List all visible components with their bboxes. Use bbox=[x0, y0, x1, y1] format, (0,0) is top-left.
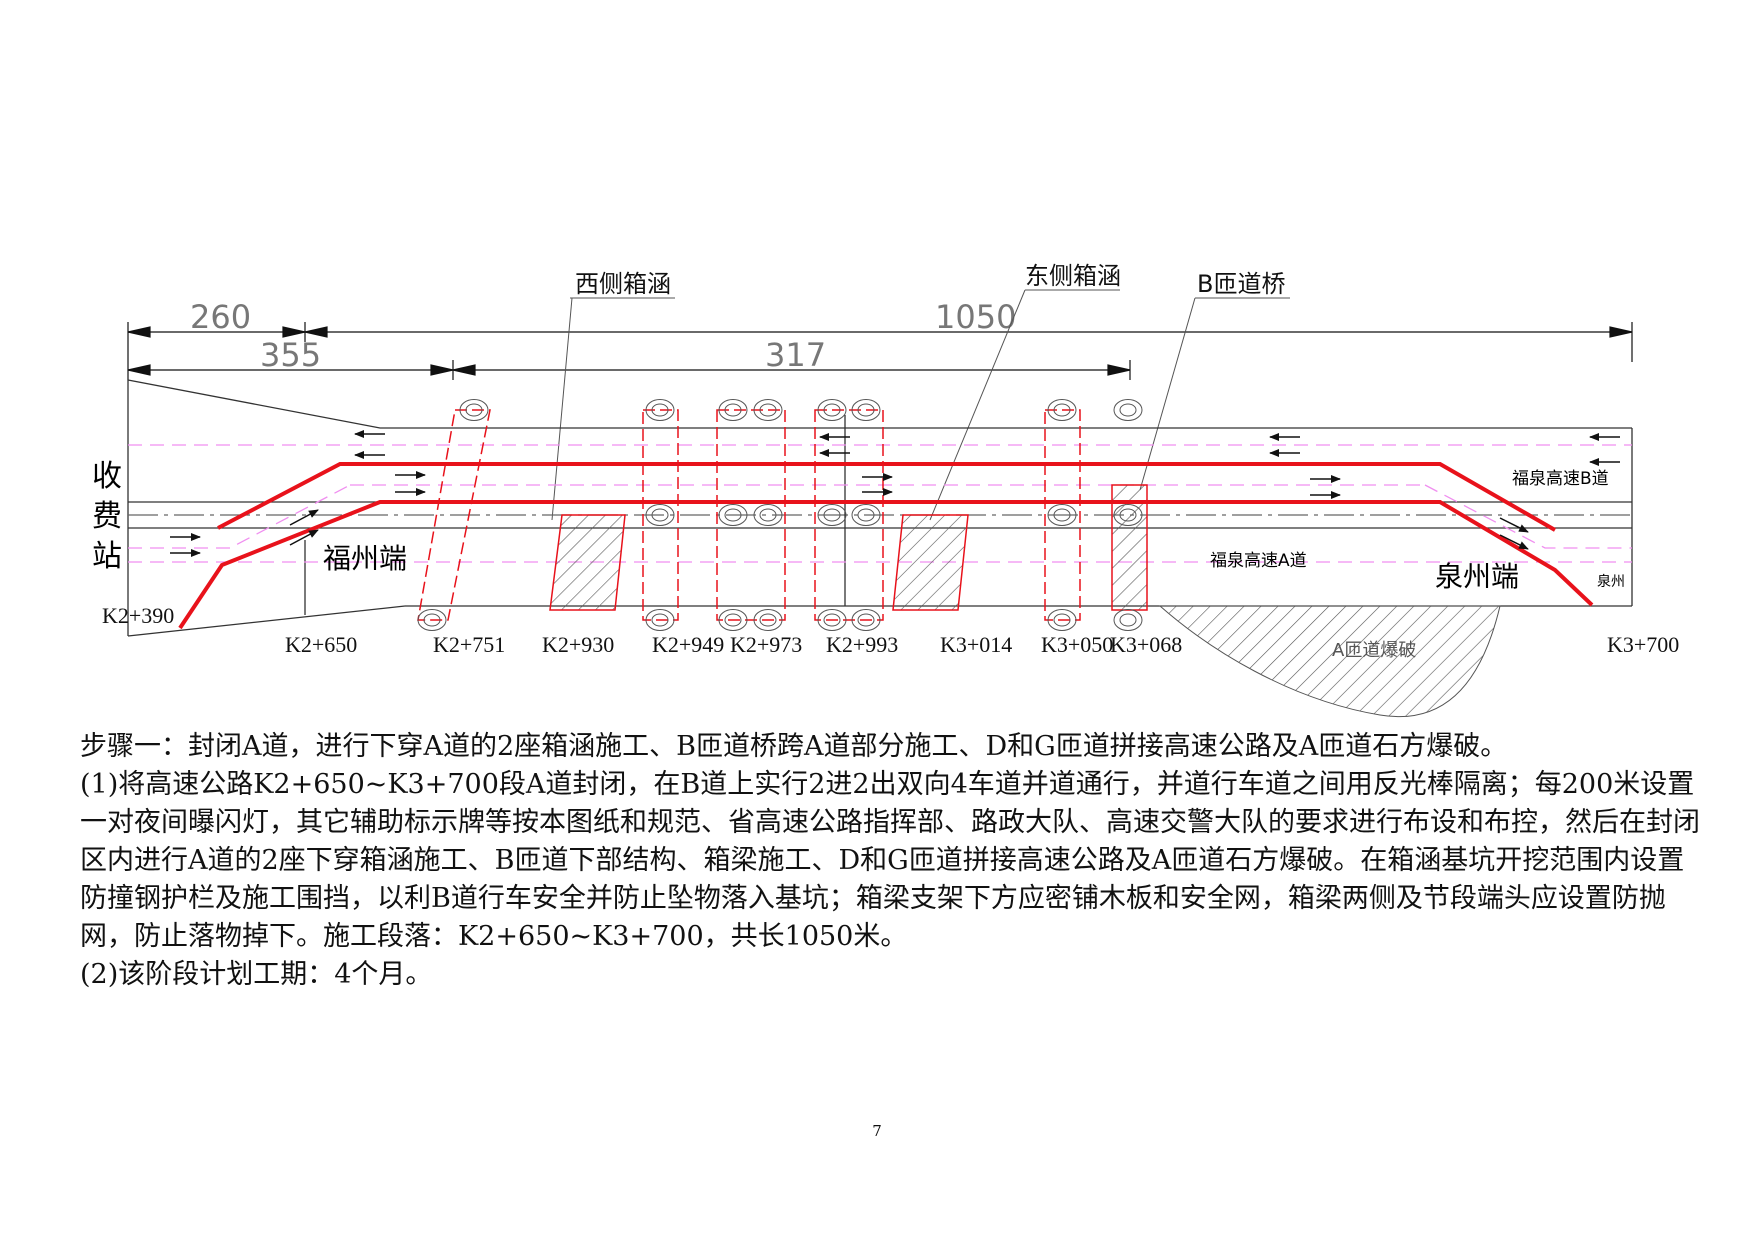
pile-circle bbox=[645, 504, 675, 526]
pile-circle bbox=[851, 399, 881, 421]
dim-355: 355 bbox=[260, 336, 321, 374]
pile-circle bbox=[1053, 403, 1071, 417]
chainage-k2-973: K2+973 bbox=[730, 632, 802, 657]
callout-leaders bbox=[551, 289, 1290, 521]
chainage-k3-700: K3+700 bbox=[1607, 632, 1679, 657]
callout-east-culvert: 东侧箱涵 bbox=[1025, 262, 1121, 290]
chainage-k2-949: K2+949 bbox=[652, 632, 724, 657]
pile-circle bbox=[1119, 403, 1137, 417]
quanzhou-small-label: 泉州 bbox=[1597, 573, 1625, 590]
pile-circles bbox=[417, 399, 1143, 631]
toll-station-label-1: 收 bbox=[92, 459, 122, 494]
pile-circle bbox=[651, 508, 669, 522]
pile-circle bbox=[823, 403, 841, 417]
dim-260: 260 bbox=[190, 298, 251, 336]
pile-circle bbox=[851, 504, 881, 526]
dim-1050: 1050 bbox=[935, 298, 1016, 336]
pile-circle bbox=[851, 609, 881, 631]
pile-circle bbox=[423, 613, 441, 627]
pile-circle bbox=[817, 399, 847, 421]
a-ramp-blast-zone bbox=[1158, 605, 1501, 718]
a-ramp-blast-label: A匝道爆破 bbox=[1332, 640, 1416, 661]
page-number: 7 bbox=[872, 1122, 882, 1140]
pile-circle bbox=[651, 613, 669, 627]
dimension-lines bbox=[127, 322, 1633, 380]
lane-markings bbox=[128, 444, 1632, 563]
chainage-k2-650: K2+650 bbox=[285, 632, 357, 657]
pile-circle bbox=[417, 609, 447, 631]
culvert-zones bbox=[549, 484, 1148, 611]
pile-circle bbox=[465, 403, 483, 417]
pile-circle bbox=[817, 609, 847, 631]
pile-circle bbox=[857, 508, 875, 522]
chainage-k3-014: K3+014 bbox=[940, 632, 1012, 657]
chainage-k3-050: K3+050 bbox=[1041, 632, 1113, 657]
pile-circle bbox=[857, 613, 875, 627]
pile-circle bbox=[753, 609, 783, 631]
pile-circle bbox=[1047, 609, 1077, 631]
pile-circle bbox=[817, 504, 847, 526]
traffic-diversion-plan-diagram: 260 355 1050 317 西侧箱涵 东侧箱涵 B匝道桥 bbox=[92, 262, 1679, 718]
toll-station-label-3: 站 bbox=[92, 539, 122, 574]
chainage-k2-993: K2+993 bbox=[826, 632, 898, 657]
pile-circle bbox=[724, 403, 742, 417]
chainage-labels: K2+390 K2+650 K2+751 K2+930 K2+949 K2+97… bbox=[102, 603, 1679, 657]
step-description: 步骤一：封闭A道，进行下穿A道的2座箱涵施工、B匝道桥跨A道部分施工、D和G匝道… bbox=[80, 728, 1710, 994]
pile-circle bbox=[1053, 508, 1071, 522]
a-road-closure-line bbox=[178, 462, 1594, 630]
step-item-2: (2)该阶段计划工期：4个月。 bbox=[80, 959, 433, 990]
toll-station-label-2: 费 bbox=[92, 499, 122, 534]
chainage-k2-751: K2+751 bbox=[433, 632, 505, 657]
pile-circle bbox=[1047, 504, 1077, 526]
pile-circle bbox=[759, 613, 777, 627]
callout-b-ramp-bridge: B匝道桥 bbox=[1197, 270, 1285, 298]
pile-circle bbox=[753, 399, 783, 421]
pile-circle bbox=[724, 613, 742, 627]
pile-circle bbox=[823, 613, 841, 627]
pile-circle bbox=[1119, 613, 1137, 627]
east-culvert-zone bbox=[892, 514, 969, 611]
pile-circle bbox=[759, 403, 777, 417]
west-culvert-zone bbox=[549, 514, 626, 611]
step-item-1: (1)将高速公路K2+650~K3+700段A道封闭，在B道上实行2进2出双向4… bbox=[80, 769, 1700, 952]
traffic-arrows bbox=[170, 430, 1620, 557]
pile-circle bbox=[651, 403, 669, 417]
chainage-k2-390: K2+390 bbox=[102, 603, 174, 628]
fuzhou-end-label: 福州端 bbox=[323, 542, 407, 575]
pile-circle bbox=[718, 609, 748, 631]
pile-circle bbox=[645, 399, 675, 421]
pile-circle bbox=[753, 504, 783, 526]
pile-circle bbox=[1113, 504, 1143, 526]
quanzhou-end-label: 泉州端 bbox=[1435, 560, 1519, 593]
pile-circle bbox=[857, 403, 875, 417]
step-heading: 步骤一：封闭A道，进行下穿A道的2座箱涵施工、B匝道桥跨A道部分施工、D和G匝道… bbox=[80, 731, 1508, 762]
bridge-pier-strips bbox=[417, 409, 1081, 621]
pile-circle bbox=[823, 508, 841, 522]
pile-circle bbox=[724, 508, 742, 522]
pile-circle bbox=[1113, 609, 1143, 631]
chainage-k2-930: K2+930 bbox=[542, 632, 614, 657]
pile-circle bbox=[718, 504, 748, 526]
pile-circle bbox=[1119, 508, 1137, 522]
pile-circle bbox=[1047, 399, 1077, 421]
pile-circle bbox=[718, 399, 748, 421]
callout-west-culvert: 西侧箱涵 bbox=[575, 270, 671, 298]
pile-circle bbox=[1113, 399, 1143, 421]
pile-circle bbox=[759, 508, 777, 522]
pile-circle bbox=[459, 399, 489, 421]
chainage-k3-068: K3+068 bbox=[1110, 632, 1182, 657]
road-edges bbox=[127, 379, 1633, 637]
fuquan-b-road-label: 福泉高速B道 bbox=[1512, 469, 1609, 489]
fuquan-a-road-label: 福泉高速A道 bbox=[1210, 551, 1307, 571]
pile-circle bbox=[645, 609, 675, 631]
dim-317: 317 bbox=[765, 336, 826, 374]
pile-circle bbox=[1053, 613, 1071, 627]
